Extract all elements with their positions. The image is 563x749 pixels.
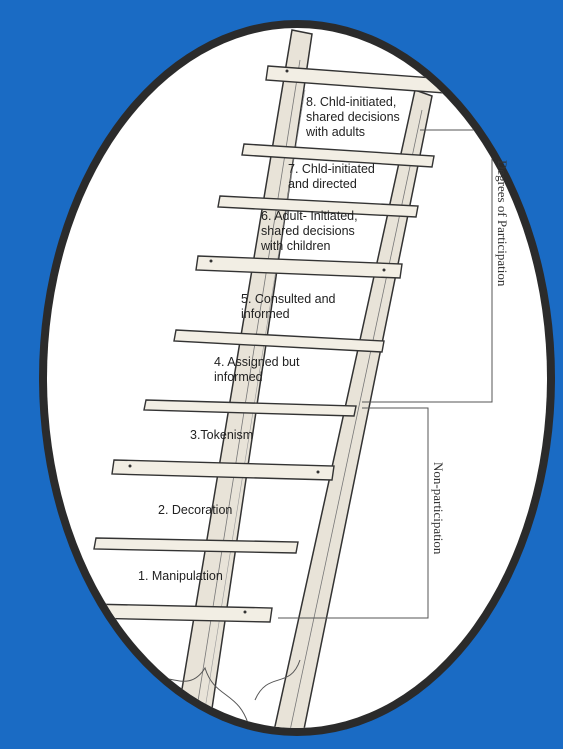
degrees-of-participation-label: Degrees of Participation (494, 160, 510, 286)
rung-label-1: 1. Manipulation (138, 569, 223, 584)
rung-label-3: 3.Tokenism (190, 428, 253, 443)
rung-label-7: 7. Chld-initiated and directed (288, 162, 375, 192)
non-participation-label: Non-participation (430, 462, 446, 554)
rung-label-5: 5. Consulted and informed (241, 292, 336, 322)
rung-label-6: 6. Adult- Initiated, shared decisions wi… (261, 209, 358, 254)
rung-label-2: 2. Decoration (158, 503, 232, 518)
rung-label-8: 8. Chld-initiated, shared decisions with… (306, 95, 400, 140)
rung-label-4: 4. Assigned but informed (214, 355, 299, 385)
